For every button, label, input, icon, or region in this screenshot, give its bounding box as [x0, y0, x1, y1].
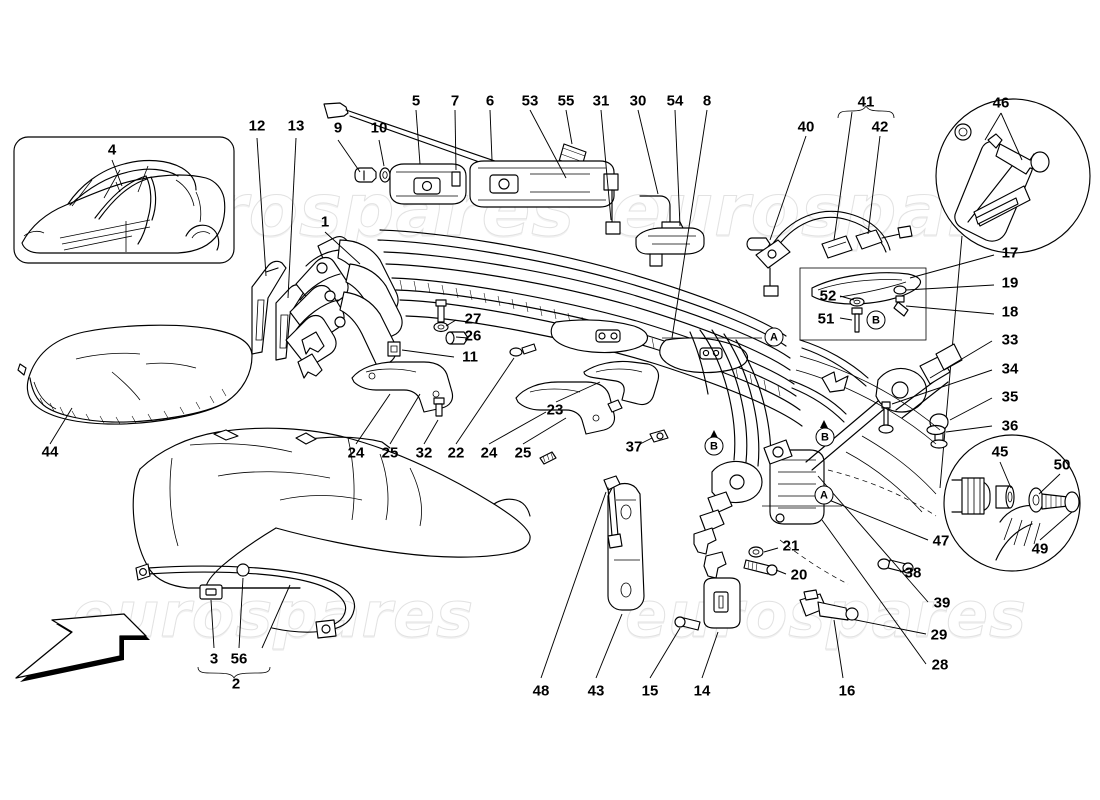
callout-11: 11: [462, 348, 478, 366]
callout-23: 23: [546, 401, 564, 419]
callout-34: 34: [1001, 360, 1019, 378]
callout-54: 54: [666, 92, 684, 110]
callout-8: 8: [702, 92, 712, 110]
callout-24: 24: [480, 444, 498, 462]
callout-31: 31: [592, 92, 610, 110]
callout-55: 55: [557, 92, 575, 110]
callout-3: 3: [209, 650, 219, 668]
callout-49: 49: [1031, 540, 1049, 558]
callout-22: 22: [447, 444, 465, 462]
reference-mark-a-lower: A: [814, 485, 834, 505]
reference-mark-b-right: B: [815, 427, 835, 447]
callout-44: 44: [41, 443, 59, 461]
callout-48: 48: [532, 682, 550, 700]
callout-14: 14: [693, 682, 711, 700]
callout-25: 25: [514, 444, 532, 462]
callout-38: 38: [904, 564, 922, 582]
reference-mark-b-left: B: [704, 436, 724, 456]
callout-41: 41: [857, 93, 875, 111]
callout-13: 13: [287, 117, 305, 135]
callout-12: 12: [248, 117, 266, 135]
callout-47: 47: [932, 532, 950, 550]
callout-29: 29: [930, 626, 948, 644]
callout-24: 24: [347, 444, 365, 462]
callout-53: 53: [521, 92, 539, 110]
callout-33: 33: [1001, 331, 1019, 349]
callout-18: 18: [1001, 303, 1019, 321]
callout-10: 10: [370, 119, 388, 137]
callout-56: 56: [230, 650, 248, 668]
callout-50: 50: [1053, 456, 1071, 474]
callout-9: 9: [333, 119, 343, 137]
callout-30: 30: [629, 92, 647, 110]
reference-mark-b-upper: B: [866, 310, 886, 330]
callout-28: 28: [931, 656, 949, 674]
callout-43: 43: [587, 682, 605, 700]
callout-51: 51: [817, 310, 835, 328]
callout-52: 52: [819, 287, 837, 305]
callout-42: 42: [871, 118, 889, 136]
callout-32: 32: [415, 444, 433, 462]
callout-7: 7: [450, 92, 460, 110]
callout-15: 15: [641, 682, 659, 700]
callout-39: 39: [933, 594, 951, 612]
callout-35: 35: [1001, 388, 1019, 406]
callout-5: 5: [411, 92, 421, 110]
callout-46: 46: [992, 94, 1010, 112]
callout-1: 1: [320, 213, 330, 231]
callout-26: 26: [464, 327, 482, 345]
callout-40: 40: [797, 118, 815, 136]
callout-6: 6: [485, 92, 495, 110]
callout-36: 36: [1001, 417, 1019, 435]
callout-17: 17: [1001, 244, 1019, 262]
callout-45: 45: [991, 443, 1009, 461]
callout-25: 25: [381, 444, 399, 462]
callout-19: 19: [1001, 274, 1019, 292]
callout-4: 4: [107, 141, 117, 159]
callout-21: 21: [782, 537, 800, 555]
callout-27: 27: [464, 310, 482, 328]
reference-mark-a-upper: A: [764, 327, 784, 347]
callout-20: 20: [790, 566, 808, 584]
callout-16: 16: [838, 682, 856, 700]
callout-37: 37: [625, 438, 643, 456]
callout-2: 2: [231, 675, 241, 693]
